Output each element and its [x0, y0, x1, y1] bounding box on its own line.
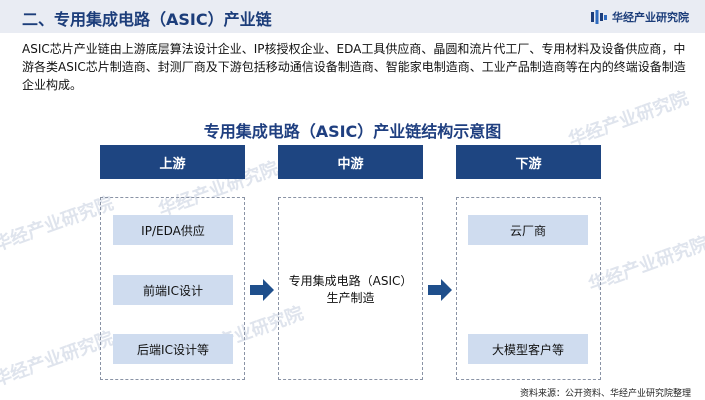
brand-name: 华经产业研究院: [612, 11, 689, 24]
source-note: 资料来源：公开资料、华经产业研究院整理: [519, 389, 691, 399]
stage-box-downstream: [456, 197, 601, 380]
diagram-title: 专用集成电路（ASIC）产业链结构示意图: [203, 122, 502, 141]
midstream-item-line1: 专用集成电路（ASIC）: [288, 274, 413, 288]
intro-paragraph: ASIC芯片产业链由上游底层算法设计企业、IP核授权企业、EDA工具供应商、晶圆…: [22, 42, 686, 92]
stage-header-upstream: 上游: [100, 145, 245, 179]
watermark: 华经产业研究院: [585, 232, 705, 296]
midstream-item: 专用集成电路（ASIC） 生产制造: [278, 273, 423, 307]
arrow-right-icon: [428, 279, 452, 301]
stage-header-midstream: 中游: [278, 145, 423, 179]
upstream-item-frontend-design: 前端IC设计: [113, 275, 233, 305]
upstream-item-ip-eda: IP/EDA供应: [113, 215, 233, 245]
stage-box-upstream: [100, 197, 245, 380]
stage-box-midstream: [278, 197, 423, 380]
header-bar: 二、专用集成电路（ASIC）产业链 华经产业研究院: [0, 0, 705, 33]
downstream-item-cloud: 云厂商: [468, 215, 588, 245]
brand: 华经产业研究院: [591, 9, 689, 25]
upstream-item-backend-design: 后端IC设计等: [113, 334, 233, 364]
company-logo-icon: [591, 10, 607, 24]
midstream-item-line2: 生产制造: [326, 291, 375, 305]
downstream-item-llm-customers: 大模型客户等: [468, 334, 588, 364]
arrow-right-icon: [250, 279, 274, 301]
page-title: 二、专用集成电路（ASIC）产业链: [22, 10, 272, 29]
stage-header-downstream: 下游: [456, 145, 601, 179]
